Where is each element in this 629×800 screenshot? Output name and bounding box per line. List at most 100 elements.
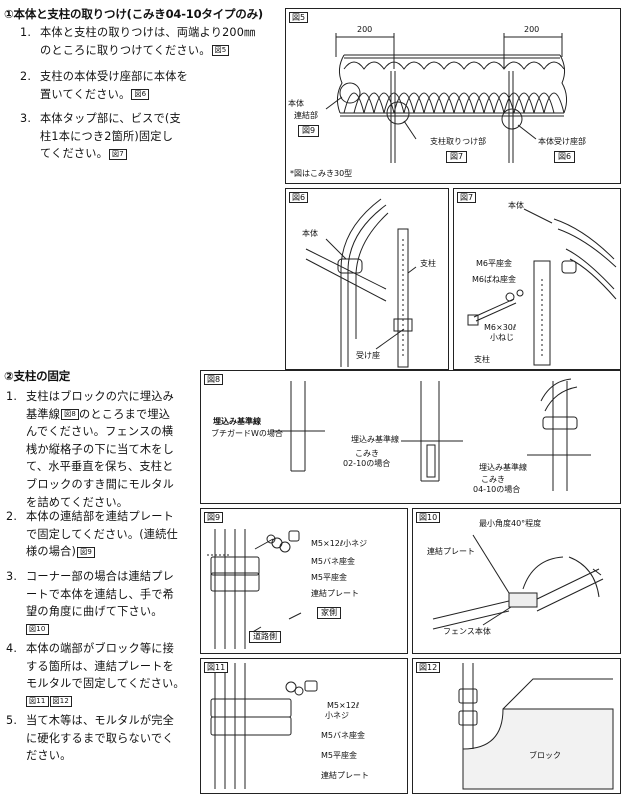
end-drawing bbox=[210, 663, 318, 789]
step-line: 本体タップ部に、ビスで(支 bbox=[40, 112, 181, 125]
step-number: 5. bbox=[6, 714, 18, 727]
label-screw-type: 小ねじ bbox=[490, 333, 514, 342]
label-spring-washer: M6ばね座金 bbox=[472, 275, 516, 284]
figure-ref: 図7 bbox=[446, 151, 468, 163]
label-spring-washer: M5バネ座金 bbox=[311, 557, 355, 566]
embed-drawing bbox=[273, 378, 591, 491]
step-number: 3. bbox=[20, 112, 32, 125]
corner-drawing bbox=[432, 534, 604, 630]
step-line: を詰めてください。 bbox=[26, 495, 129, 509]
joint-drawing bbox=[207, 529, 302, 649]
step-line: 桟か縦格子の下に当て木をし bbox=[26, 442, 175, 456]
step-line: 支柱はブロックの穴に埋込み bbox=[26, 390, 175, 403]
label-case: 04-10の場合 bbox=[473, 485, 521, 494]
figure-ref: 図8 bbox=[61, 409, 80, 421]
step-line: 本体の端部がブロック等に接 bbox=[26, 642, 175, 655]
figure-tag: 図10 bbox=[416, 512, 441, 523]
label-case: ブチガードWの場合 bbox=[211, 429, 283, 438]
step-number: 2. bbox=[20, 70, 32, 83]
figure-ref: 図12 bbox=[49, 696, 73, 708]
label-seat: 本体受け座部 bbox=[538, 137, 586, 146]
figure-9: 図9 M5×12ℓ小ネジ M5バネ座金 M5平座金 連結プレート 家側 道路側 bbox=[200, 508, 408, 654]
figure-6: 図6 本体 支柱 受け座 bbox=[285, 188, 449, 370]
figure-5: 図5 200 200 本体 連結部 図9 支柱取りつけ部 図7 本体受け座部 図… bbox=[285, 8, 621, 184]
step-line: んでください。フェンスの横 bbox=[26, 425, 174, 439]
step-line: のところまで埋込 bbox=[79, 407, 171, 421]
figure-ref: 図6 bbox=[554, 151, 576, 163]
s1-step3: 3. 本体タップ部に、ビスで(支 柱1本につき2箇所)固定し てください。図7 bbox=[20, 110, 282, 166]
step-line: 当て木等は、モルタルが完全 bbox=[26, 714, 175, 727]
figure-ref: 図9 bbox=[77, 546, 95, 558]
label-body: 本体 bbox=[302, 229, 318, 238]
figure-11: 図11 M5×12ℓ 小ネジ M5バネ座金 M5平座金 連結プレート bbox=[200, 658, 408, 794]
figure-tag: 図11 bbox=[204, 662, 229, 673]
step-line: 柱1本につき2箇所)固定し bbox=[40, 129, 174, 143]
step-number: 1. bbox=[20, 26, 32, 39]
label-road-side: 道路側 bbox=[249, 631, 281, 643]
s2-step2: 2. 本体の連結部を連結プレート で固定してください。(連続仕 様の場合)図9 bbox=[6, 508, 196, 564]
figure-ref: 図6 bbox=[131, 89, 150, 101]
label-seat: 受け座 bbox=[356, 351, 380, 360]
label-baseline: 埋込み基準線 bbox=[213, 417, 261, 426]
label-screw: M5×12ℓ bbox=[327, 701, 360, 710]
s2-step5: 5. 当て木等は、モルタルが完全 に硬化するまで取らないでく ださい。 bbox=[6, 712, 196, 768]
step-line: に硬化するまで取らないでく bbox=[26, 731, 174, 745]
step-line: 支柱の本体受け座部に本体を bbox=[40, 70, 189, 83]
dimension-left: 200 bbox=[357, 25, 373, 34]
s1-step2: 2. 支柱の本体受け座部に本体を 置いてください。図6 bbox=[20, 68, 282, 108]
label-body: 本体 bbox=[288, 99, 304, 108]
label-angle: 最小角度40°程度 bbox=[479, 519, 542, 528]
step-line: モルタルで固定してください。 bbox=[26, 677, 185, 691]
step-number: 2. bbox=[6, 510, 18, 523]
figure-12: 図12 ブロック bbox=[412, 658, 621, 794]
s2-step3: 3. コーナー部の場合は連結プレ ートで本体を連結し、手で希 望の角度に曲げて下… bbox=[6, 568, 196, 640]
label-plate: 連結プレート bbox=[311, 589, 359, 598]
label-block: ブロック bbox=[529, 751, 561, 760]
label-body: フェンス本体 bbox=[443, 627, 491, 636]
step-number: 3. bbox=[6, 570, 18, 583]
figure-ref: 図7 bbox=[109, 148, 127, 160]
step-line: する箇所は、連結プレートを bbox=[26, 659, 175, 673]
section1-title: ①本体と支柱の取りつけ(こみき04-10タイプのみ) bbox=[4, 7, 263, 21]
step-line: 置いてください。 bbox=[40, 87, 131, 101]
figure-tag: 図6 bbox=[289, 192, 309, 203]
label-joint: 連結部 bbox=[294, 111, 318, 120]
step-line: ださい。 bbox=[26, 749, 72, 763]
step-line: のところに取りつけてください。 bbox=[40, 43, 211, 57]
figure-10: 図10 最小角度40°程度 連結プレート フェンス本体 bbox=[412, 508, 621, 654]
figure-tag: 図5 bbox=[289, 12, 309, 23]
step-line: で固定してください。(連続仕 bbox=[26, 527, 178, 541]
label-screw: M5×12ℓ小ネジ bbox=[311, 539, 368, 548]
figure-tag: 図12 bbox=[416, 662, 441, 673]
figure-ref: 図9 bbox=[298, 125, 320, 137]
step-line: て、水平垂直を保ち、支柱と bbox=[26, 460, 174, 474]
dimension-right: 200 bbox=[524, 25, 540, 34]
step-line: 本体と支柱の取りつけは、両端より200㎜ bbox=[40, 26, 256, 39]
label-house-side: 家側 bbox=[317, 607, 341, 619]
step-line: てください。 bbox=[40, 147, 108, 161]
step-line: ブロックのすき間にモルタル bbox=[26, 477, 175, 491]
label-model: こみき bbox=[481, 475, 505, 484]
step-line: 基準線 bbox=[26, 407, 61, 421]
label-post: 支柱 bbox=[420, 259, 436, 268]
seat-drawing bbox=[305, 198, 417, 368]
label-screw-type: 小ネジ bbox=[325, 711, 349, 720]
fence-drawing bbox=[325, 33, 568, 163]
block-drawing bbox=[458, 663, 614, 790]
s2-step4: 4. 本体の端部がブロック等に接 する箇所は、連結プレートを モルタルで固定して… bbox=[6, 640, 196, 712]
figure-ref: 図10 bbox=[26, 624, 49, 636]
label-plate: 連結プレート bbox=[321, 771, 369, 780]
label-post: 支柱 bbox=[474, 355, 490, 364]
step-line: 本体の連結部を連結プレート bbox=[26, 510, 175, 523]
label-washer: M5平座金 bbox=[321, 751, 357, 760]
figure-ref: 図5 bbox=[211, 45, 230, 57]
figure-note: *図はこみき30型 bbox=[290, 169, 353, 178]
label-model: こみき bbox=[355, 449, 379, 458]
label-screw: M6×30ℓ bbox=[484, 323, 517, 332]
figure-7: 図7 本体 M6平座金 M6ばね座金 M6×30ℓ 小ねじ 支柱 bbox=[453, 188, 621, 370]
step-line: コーナー部の場合は連結プレ bbox=[26, 570, 175, 583]
label-case: 02-10の場合 bbox=[343, 459, 391, 468]
label-post-mount: 支柱取りつけ部 bbox=[430, 137, 487, 146]
label-washer: M6平座金 bbox=[476, 259, 512, 268]
